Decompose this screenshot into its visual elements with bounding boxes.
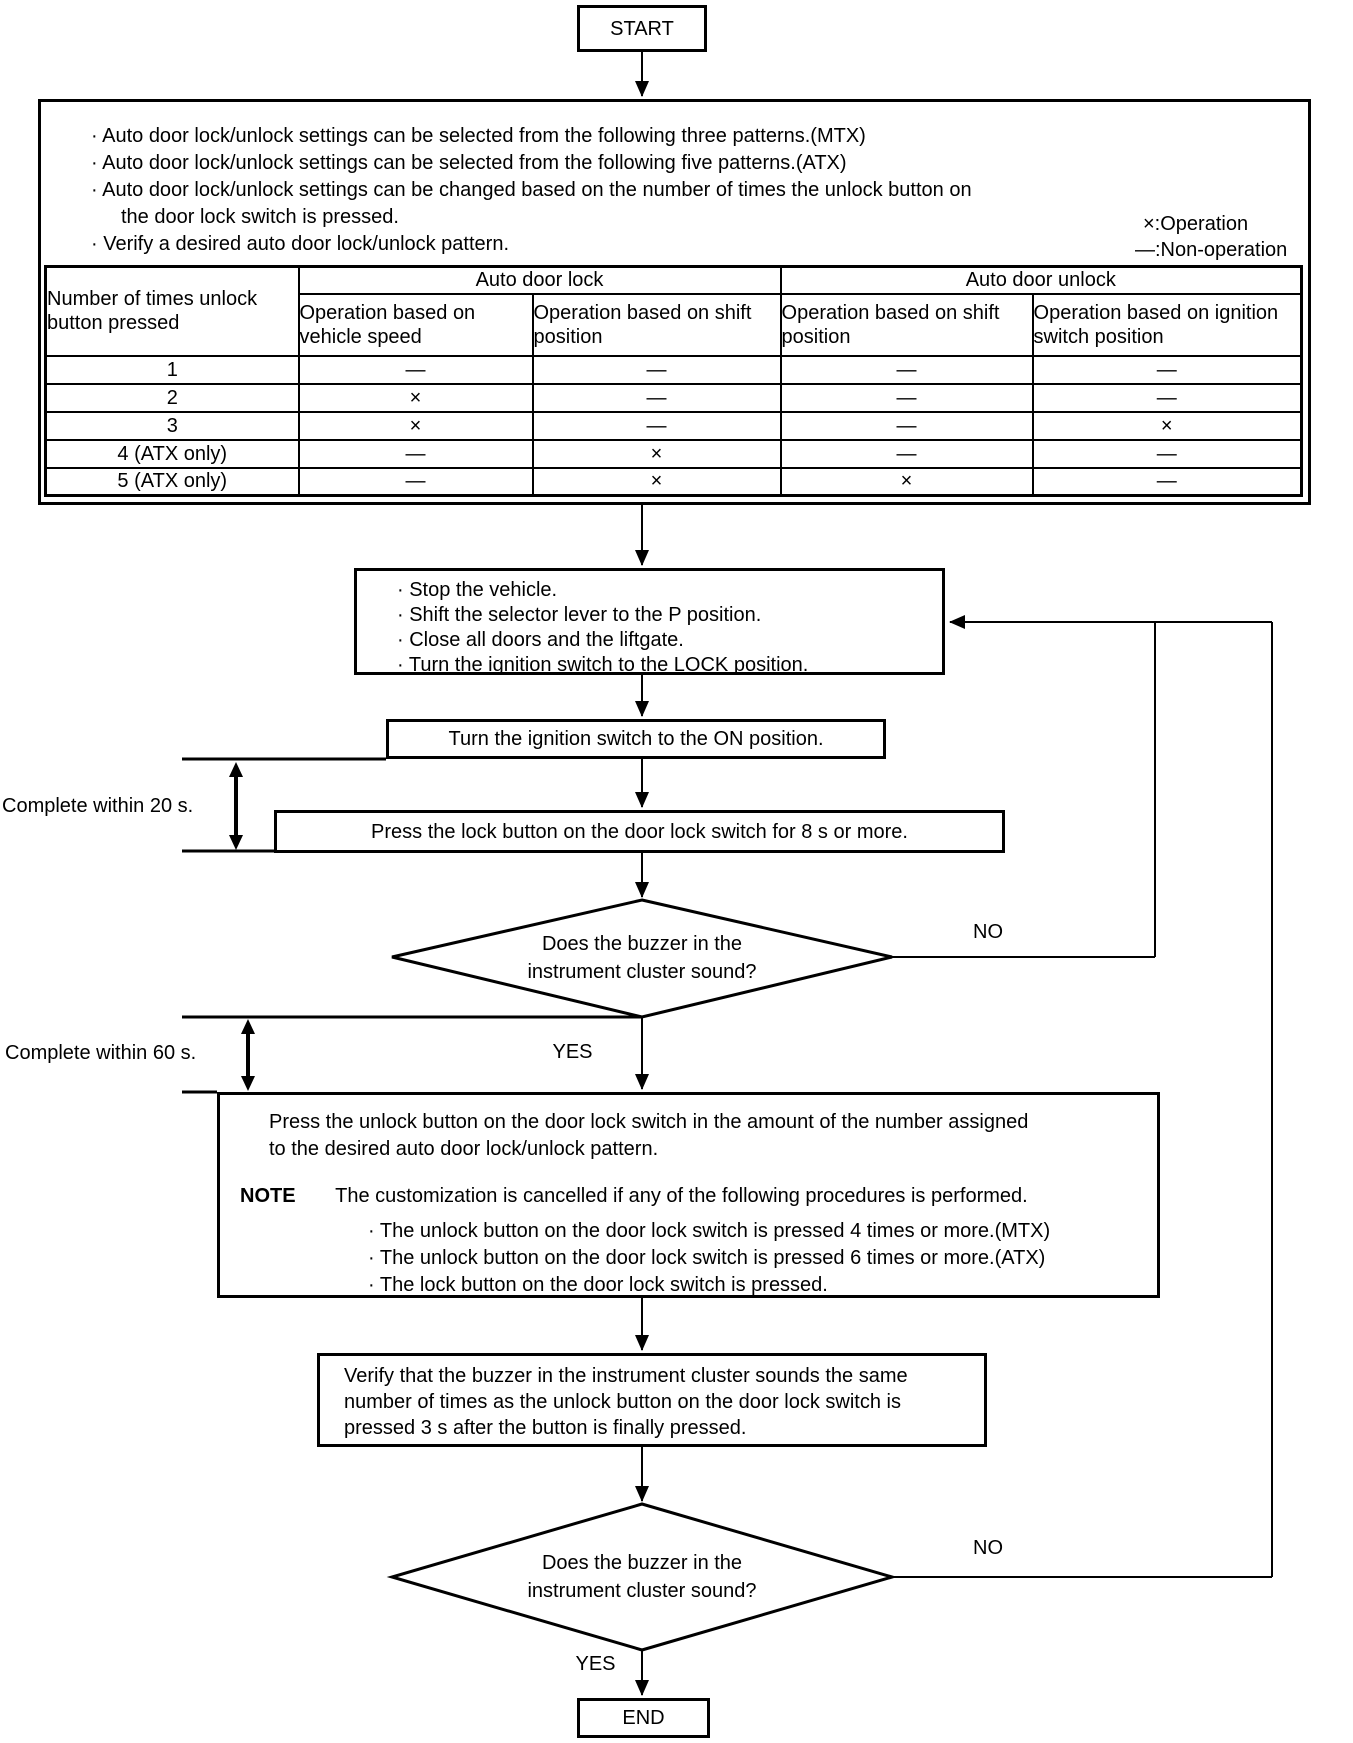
decision1-no-label: NO xyxy=(973,921,1003,943)
cell-value: — xyxy=(1031,438,1303,469)
verify-text: Verify that the buzzer in the instrument… xyxy=(344,1363,908,1441)
cell-value: × xyxy=(297,382,534,413)
note-bullet-list: · The unlock button on the door lock swi… xyxy=(368,1218,1050,1299)
cell-value: — xyxy=(531,382,782,413)
note-bullet-2: · The unlock button on the door lock swi… xyxy=(368,1247,1046,1269)
cell-value: × xyxy=(531,438,782,469)
legend-operation: ×:Operation xyxy=(1143,213,1249,235)
table-subheader-2: Operation based on shift position xyxy=(531,292,782,357)
decision1-line2: instrument cluster sound? xyxy=(527,961,757,983)
intro-bullet-list: · Auto door lock/unlock settings can be … xyxy=(91,123,972,258)
decision2-no-label: NO xyxy=(973,1537,1003,1559)
verify-line3: pressed 3 s after the button is finally … xyxy=(344,1417,747,1439)
table-row: 1 — — — — xyxy=(44,354,1303,385)
decision1-text: Does the buzzer in the instrument cluste… xyxy=(492,930,792,986)
cell-value: — xyxy=(1031,382,1303,413)
intro-bullet-3-cont: the door lock switch is pressed. xyxy=(121,206,399,228)
decision1-line1: Does the buzzer in the xyxy=(541,933,743,955)
decision2-line2: instrument cluster sound? xyxy=(527,1580,757,1602)
press-unlock-line2: to the desired auto door lock/unlock pat… xyxy=(269,1138,659,1160)
table-row: 5 (ATX only) — × × — xyxy=(44,466,1303,497)
note-label: NOTE xyxy=(240,1185,296,1207)
note-text: The customization is cancelled if any of… xyxy=(335,1185,1028,1207)
cell-value: × xyxy=(779,466,1034,497)
bracket20-arrowhead-up xyxy=(229,762,243,777)
table-subheader-3: Operation based on shift position xyxy=(779,292,1034,357)
cell-value: — xyxy=(297,438,534,469)
table-row: 3 × — — × xyxy=(44,410,1303,441)
start-terminal: START xyxy=(577,5,707,52)
press-unlock-box: Press the unlock button on the door lock… xyxy=(217,1092,1160,1298)
row-label: 4 (ATX only) xyxy=(44,438,300,469)
note-bullet-1: · The unlock button on the door lock swi… xyxy=(368,1220,1051,1242)
legend-non-operation: —:Non-operation xyxy=(1135,239,1288,261)
prepare-bullet-3: · Close all doors and the liftgate. xyxy=(397,629,684,651)
press-lock-box: Press the lock button on the door lock s… xyxy=(274,810,1005,853)
cell-value: — xyxy=(779,354,1034,385)
ignition-on-box: Turn the ignition switch to the ON posit… xyxy=(386,719,886,759)
cell-value: — xyxy=(531,410,782,441)
prepare-bullet-2: · Shift the selector lever to the P posi… xyxy=(397,604,762,626)
table-col1-header: Number of times unlock button pressed xyxy=(44,265,300,357)
note-row: NOTE The customization is cancelled if a… xyxy=(240,1183,1028,1209)
bracket60-arrowhead-down xyxy=(241,1076,255,1091)
complete-20-label: Complete within 20 s. xyxy=(2,795,194,817)
table-row: 2 × — — — xyxy=(44,382,1303,413)
prepare-bullet-1: · Stop the vehicle. xyxy=(397,579,558,601)
start-label: START xyxy=(610,17,674,40)
ignition-on-text: Turn the ignition switch to the ON posit… xyxy=(448,728,824,750)
table-group-lock: Auto door lock xyxy=(297,265,782,295)
prepare-bullet-4: · Turn the ignition switch to the LOCK p… xyxy=(397,654,809,676)
verify-line2: number of times as the unlock button on … xyxy=(344,1391,901,1413)
press-unlock-text: Press the unlock button on the door lock… xyxy=(269,1109,1028,1163)
intro-bullet-1: · Auto door lock/unlock settings can be … xyxy=(91,125,866,147)
end-label: END xyxy=(622,1707,665,1729)
prepare-box: · Stop the vehicle. · Shift the selector… xyxy=(354,568,945,678)
decision1-yes-label: YES xyxy=(552,1041,593,1063)
intro-bullet-2: · Auto door lock/unlock settings can be … xyxy=(91,152,847,174)
verify-line1: Verify that the buzzer in the instrument… xyxy=(344,1365,908,1387)
end-terminal: END xyxy=(577,1698,710,1738)
row-label: 1 xyxy=(44,354,300,385)
cell-value: × xyxy=(1031,410,1303,441)
row-label: 3 xyxy=(44,410,300,441)
row-label: 2 xyxy=(44,382,300,413)
cell-value: — xyxy=(297,354,534,385)
bracket60-arrowhead-up xyxy=(241,1019,255,1034)
decision2-yes-label: YES xyxy=(575,1653,616,1675)
decision1-diamond xyxy=(391,898,893,1019)
bracket20-arrowhead-down xyxy=(229,835,243,850)
verify-box: Verify that the buzzer in the instrument… xyxy=(317,1353,987,1447)
cell-value: — xyxy=(779,382,1034,413)
table-group-unlock: Auto door unlock xyxy=(779,265,1303,295)
decision2-line1: Does the buzzer in the xyxy=(541,1552,743,1574)
cell-value: — xyxy=(1031,354,1303,385)
press-lock-text: Press the lock button on the door lock s… xyxy=(371,820,908,843)
cell-value: — xyxy=(1031,466,1303,497)
cell-value: — xyxy=(779,410,1034,441)
complete-60-label: Complete within 60 s. xyxy=(5,1042,197,1064)
table-subheader-1: Operation based on vehicle speed xyxy=(297,292,534,357)
decision2-text: Does the buzzer in the instrument cluste… xyxy=(492,1549,792,1605)
intro-bullet-3: · Auto door lock/unlock settings can be … xyxy=(91,179,972,201)
table-subheader-4: Operation based on ignition switch posit… xyxy=(1031,292,1303,357)
cell-value: — xyxy=(779,438,1034,469)
note-bullet-3: · The lock button on the door lock switc… xyxy=(368,1274,828,1296)
cell-value: × xyxy=(297,410,534,441)
decision2-diamond xyxy=(386,1502,898,1652)
pattern-table: Number of times unlock button pressed Au… xyxy=(44,265,1304,497)
prepare-bullet-list: · Stop the vehicle. · Shift the selector… xyxy=(397,578,808,678)
row-label: 5 (ATX only) xyxy=(44,466,300,497)
table-row: 4 (ATX only) — × — — xyxy=(44,438,1303,469)
press-unlock-line1: Press the unlock button on the door lock… xyxy=(269,1111,1029,1133)
cell-value: — xyxy=(531,354,782,385)
intro-bullet-4: · Verify a desired auto door lock/unlock… xyxy=(91,233,510,255)
cell-value: — xyxy=(297,466,534,497)
cell-value: × xyxy=(531,466,782,497)
